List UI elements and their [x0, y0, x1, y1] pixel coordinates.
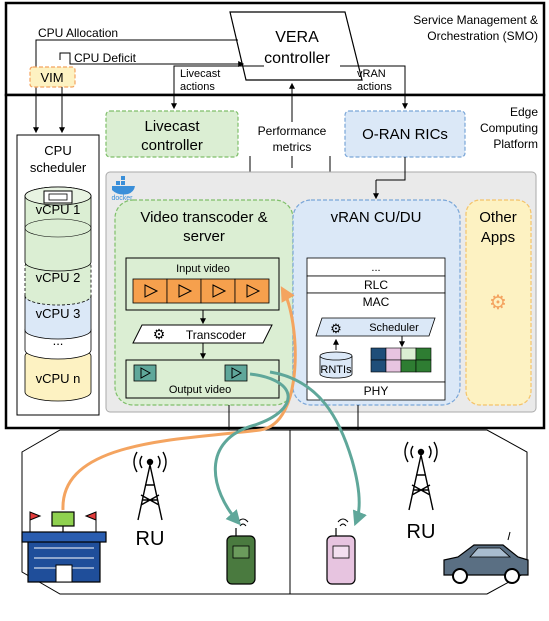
rntis-label: RNTIs — [320, 364, 352, 376]
car-icon — [443, 531, 529, 584]
gear-icon-other: ⚙ — [489, 292, 507, 314]
vim-box — [29, 66, 76, 88]
edge-title-2: Computing — [480, 121, 538, 135]
other-apps-container — [465, 199, 532, 406]
docker-label: docker — [111, 195, 133, 202]
smo-title-1: Service Management & — [413, 13, 538, 27]
cpu-allocation-label: CPU Allocation — [38, 26, 118, 40]
output-video-label: Output video — [169, 384, 231, 396]
vera-controller — [229, 11, 363, 81]
cpu-scheduler-2: scheduler — [30, 160, 87, 175]
vcpu-2: vCPU 2 — [36, 270, 81, 285]
resource-grid — [370, 347, 432, 373]
vran-actions-1: vRAN — [357, 68, 386, 80]
phone-green-icon — [226, 518, 256, 585]
vera-line1: VERA — [275, 29, 319, 46]
vcpu-n: vCPU n — [36, 371, 81, 386]
video-server-1: Video transcoder & — [140, 209, 267, 226]
video-server-2: server — [183, 228, 225, 245]
transcoder-label: Transcoder — [186, 328, 246, 342]
input-video-label: Input video — [176, 263, 230, 275]
other-apps-1: Other — [479, 209, 517, 226]
livecast-controller-2: controller — [141, 137, 203, 154]
vran-actions-arrow — [340, 65, 408, 110]
stadium-icon — [21, 511, 107, 583]
phone-pink-icon — [326, 518, 356, 585]
other-apps-2: Apps — [481, 229, 515, 246]
mac-label: MAC — [363, 295, 390, 309]
vcpu-3: vCPU 3 — [36, 306, 81, 321]
vim-label: VIM — [40, 70, 63, 85]
livecast-actions-2: actions — [180, 81, 215, 93]
input-video-frames — [132, 278, 270, 304]
cpu-deficit-arrow — [59, 52, 245, 67]
downlink-path-green-phone — [213, 372, 290, 526]
cpu-allocation-arrow — [33, 39, 238, 134]
vran-title: vRAN CU/DU — [331, 209, 422, 226]
vcpu-1: vCPU 1 — [36, 202, 81, 217]
smo-title-2: Orchestration (SMO) — [427, 29, 538, 43]
livecast-actions-1: Livecast — [180, 68, 220, 80]
scheduler-label: Scheduler — [369, 322, 419, 334]
tower-icon-right — [404, 441, 438, 511]
edge-title-3: Platform — [493, 137, 538, 151]
docker-whale-icon — [112, 176, 135, 195]
tower-icon-left — [133, 451, 167, 521]
ru-left-label: RU — [136, 528, 165, 550]
edge-title-1: Edge — [510, 105, 538, 119]
scheduler-box — [315, 317, 436, 337]
vran-actions-2: actions — [357, 81, 392, 93]
vran-dots: ... — [371, 262, 380, 274]
ru-right-label: RU — [407, 521, 436, 543]
gear-icon: ⚙ — [153, 326, 166, 342]
downlink-path-pink-phone — [269, 370, 367, 527]
transcoder-box — [132, 324, 273, 344]
performance-label-2: metrics — [273, 140, 312, 154]
rnti-database-icon — [319, 351, 353, 379]
performance-label-1: Performance — [258, 124, 327, 138]
livecast-controller — [105, 110, 239, 158]
gear-icon-scheduler: ⚙ — [330, 321, 342, 336]
rlc-label: RLC — [364, 278, 388, 292]
vcpu-ellipsis: ... — [53, 333, 64, 348]
oran-label: O-RAN RICs — [362, 126, 448, 143]
cpu-chip-icon — [43, 190, 73, 204]
uplink-video-path — [61, 286, 297, 511]
metrics-label-bg — [246, 122, 338, 156]
cpu-scheduler-1: CPU — [44, 143, 71, 158]
phy-label: PHY — [364, 384, 389, 398]
vcpu-stack — [24, 186, 92, 402]
cpu-deficit-label: CPU Deficit — [74, 51, 137, 65]
livecast-controller-1: Livecast — [144, 118, 200, 135]
livecast-actions-arrow — [171, 65, 264, 110]
vera-line2: controller — [264, 50, 330, 67]
output-video-frames — [133, 364, 248, 382]
